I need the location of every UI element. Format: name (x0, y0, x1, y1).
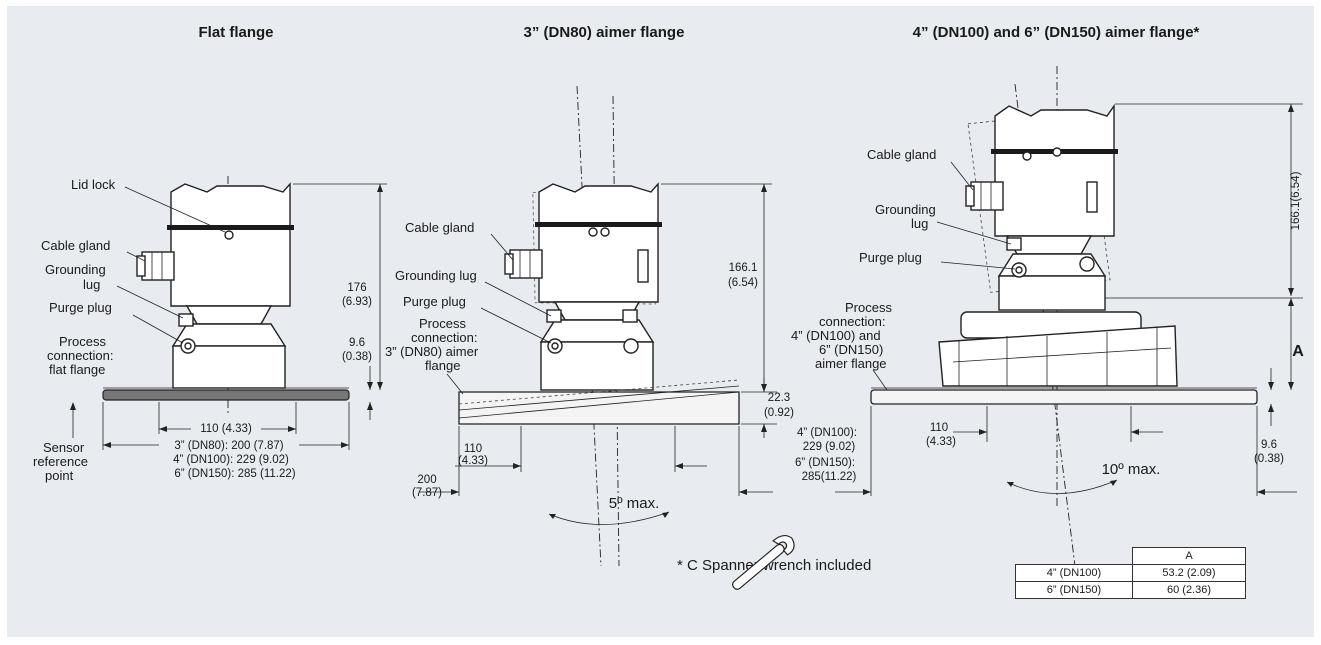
spanner-wrench-icon (732, 534, 795, 590)
title-flat-flange: Flat flange (198, 24, 273, 41)
dim-dn100-1: 4” (DN100): (797, 427, 857, 439)
table-row: 6” (DN150) 60 (2.36) (1015, 581, 1246, 599)
dim-dn100-flat: 4” (DN100): 229 (9.02) (173, 454, 289, 466)
label-process: Process (59, 334, 106, 349)
table-row: 4” (DN100) 53.2 (2.09) (1015, 564, 1246, 582)
dim-110-dn100: 110 (930, 422, 948, 434)
label-cable-gland: Cable gland (41, 238, 110, 253)
label-point: point (45, 468, 74, 483)
table-cell-value: 60 (2.36) (1132, 581, 1246, 599)
dim-110-dn100-in: (4.33) (926, 436, 956, 448)
dim-9-6-dn100: 9.6 (1261, 439, 1277, 451)
label-grounding: Grounding (45, 262, 106, 277)
footnote-spanner: * C Spanner wrench included (677, 557, 871, 574)
flat-flange-dimensions: 176 (6.93) 9.6 (0.38) 110 (4.33) 3” (DN8… (102, 183, 387, 480)
dn80-aimer-device (458, 85, 740, 567)
dim-176-in: (6.93) (342, 296, 372, 308)
label-lug-dn100: lug (911, 216, 928, 231)
label-process-dn100: Process (845, 300, 892, 315)
title-dn100-aimer-flange: 4” (DN100) and 6” (DN150) aimer flange* (913, 24, 1200, 41)
dim-166-1-dn80-in: (6.54) (728, 277, 758, 289)
dim-dn100-4: 285(11.22) (802, 471, 857, 483)
dn80-dimensions: 166.1 (6.54) 22.3 (0.92) 110 (4.33) 200 … (412, 183, 794, 525)
table-header-a: A (1132, 547, 1246, 565)
label-dn100-aimer-1: 4” (DN100) and (791, 328, 881, 343)
table-cell-size: 6” (DN150) (1015, 581, 1133, 599)
label-purge-plug-dn80: Purge plug (403, 294, 466, 309)
dim-9-6-in: (0.38) (342, 351, 372, 363)
dim-dn100-3: 6” (DN150): (795, 457, 855, 469)
dn100-dimensions: 166.1(6.54) A 9.6 (0.38) 110 (4.33) 4” (… (795, 103, 1304, 496)
table-cell-size: 4” (DN100) (1015, 564, 1133, 582)
dim-9-6-dn100-in: (0.38) (1254, 453, 1284, 465)
dim-110-dn80: 110 (464, 443, 482, 455)
label-cable-gland-dn100: Cable gland (867, 147, 936, 162)
dim-110-dn80-in: (4.33) (458, 455, 488, 467)
label-lug: lug (83, 277, 100, 292)
dim-166-1-dn100: 166.1(6.54) (1290, 171, 1302, 230)
dim-22-3: 22.3 (768, 392, 790, 404)
dim-166-1-dn80: 166.1 (729, 262, 758, 274)
dim-176: 176 (347, 282, 366, 294)
title-dn80-aimer-flange: 3” (DN80) aimer flange (524, 24, 685, 41)
dimension-a-table: A 4” (DN100) 53.2 (2.09) 6” (DN150) 60 (… (1015, 547, 1246, 599)
dim-110-flat: 110 (4.33) (200, 423, 252, 435)
label-dn80-flange: flange (425, 358, 460, 373)
label-lid-lock: Lid lock (71, 177, 116, 192)
label-dn80-aimer: 3” (DN80) aimer (385, 344, 479, 359)
label-grounding-lug-dn80: Grounding lug (395, 268, 477, 283)
label-grounding-dn100: Grounding (875, 202, 936, 217)
dim-10-degree: 10º max. (1102, 461, 1161, 478)
label-sensor: Sensor (43, 440, 85, 455)
dim-dn100-2: 229 (9.02) (803, 441, 856, 453)
dim-dn80-flat: 3” (DN80): 200 (7.87) (174, 440, 283, 452)
label-reference: reference (33, 454, 88, 469)
flat-flange-device (102, 176, 350, 416)
label-dn100-aimer-2: 6” (DN150) (819, 342, 883, 357)
dim-A: A (1292, 343, 1304, 360)
drawing-canvas: Flat flange 3” (DN80) aimer flange 4” (D… (7, 6, 1314, 637)
dn80-annotations: Cable gland Grounding lug Purge plug Pro… (385, 220, 552, 395)
dn100-aimer-device (870, 66, 1258, 567)
dn100-annotations: Cable gland Grounding lug Purge plug Pro… (791, 147, 1016, 391)
label-cable-gland-dn80: Cable gland (405, 220, 474, 235)
label-process-dn80: Process (419, 316, 466, 331)
table-cell-value: 53.2 (2.09) (1132, 564, 1246, 582)
dim-5-degree: 5º max. (609, 495, 660, 512)
label-connection-dn100: connection: (819, 314, 886, 329)
label-connection-dn80: connection: (411, 330, 478, 345)
label-connection: connection: (47, 348, 114, 363)
label-dn100-aimer-3: aimer flange (815, 356, 887, 371)
label-purge-plug-dn100: Purge plug (859, 250, 922, 265)
label-purge-plug: Purge plug (49, 300, 112, 315)
dim-200-dn80: 200 (417, 474, 436, 486)
dim-22-3-in: (0.92) (764, 407, 794, 419)
dim-9-6: 9.6 (349, 337, 365, 349)
label-flat-flange: flat flange (49, 362, 105, 377)
flat-flange-annotations: Lid lock Cable gland Grounding lug Purge… (33, 177, 226, 483)
technical-drawing: Flat flange 3” (DN80) aimer flange 4” (D… (33, 24, 1304, 590)
dim-200-dn80-in: (7.87) (412, 487, 442, 499)
dim-dn150-flat: 6” (DN150): 285 (11.22) (174, 468, 295, 480)
